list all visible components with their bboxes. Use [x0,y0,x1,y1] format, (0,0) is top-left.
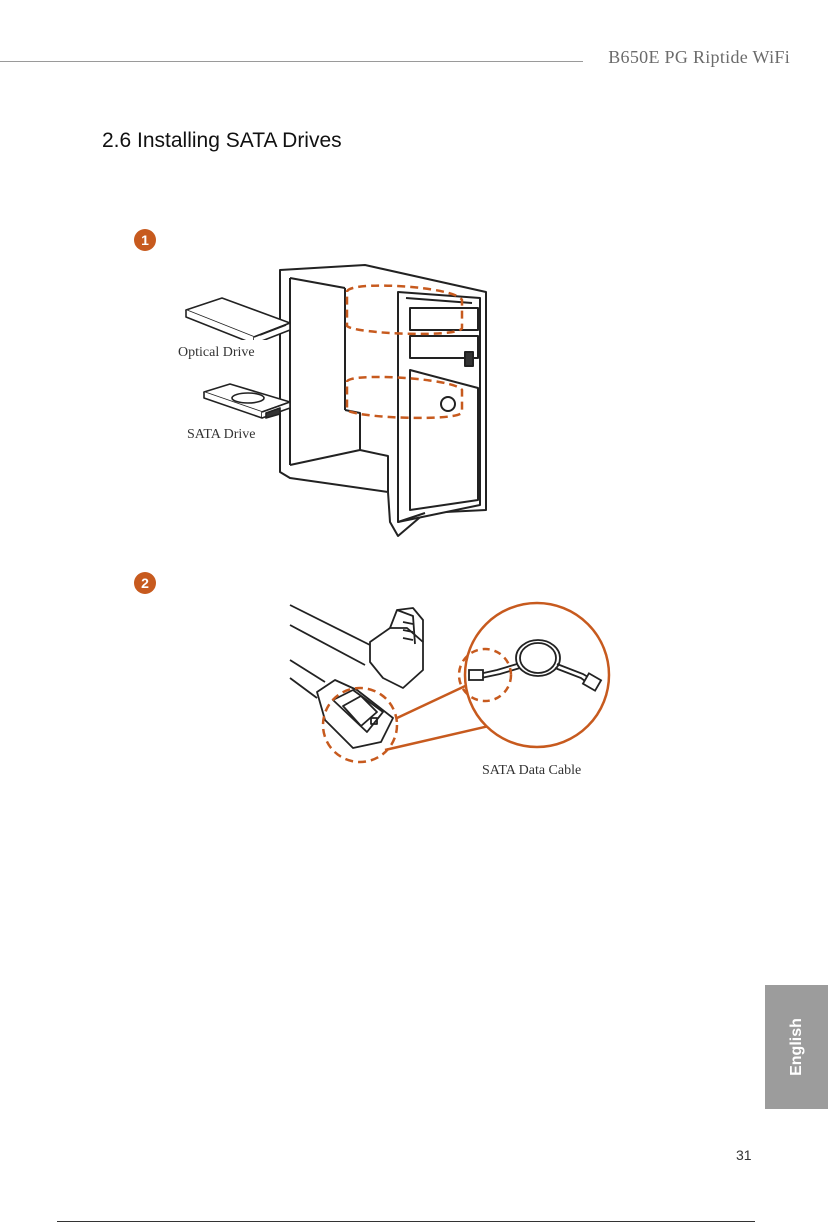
optical-drive-illustration [182,295,294,340]
header-title: B650E PG Riptide WiFi [608,47,790,68]
step-1-badge: 1 [134,229,156,251]
section-title: 2.6 Installing SATA Drives [102,129,342,153]
header-rule [0,61,583,62]
sata-drive-label: SATA Drive [187,427,256,443]
language-tab: English [765,985,828,1109]
sata-connector-illustration [285,600,615,765]
sata-drive-illustration [200,380,295,420]
optical-drive-label: Optical Drive [178,345,255,361]
page-number: 31 [736,1147,752,1163]
language-tab-label: English [788,1018,806,1076]
footer-rule [57,1221,755,1222]
step-2-badge: 2 [134,572,156,594]
sata-data-cable-label: SATA Data Cable [482,763,581,779]
